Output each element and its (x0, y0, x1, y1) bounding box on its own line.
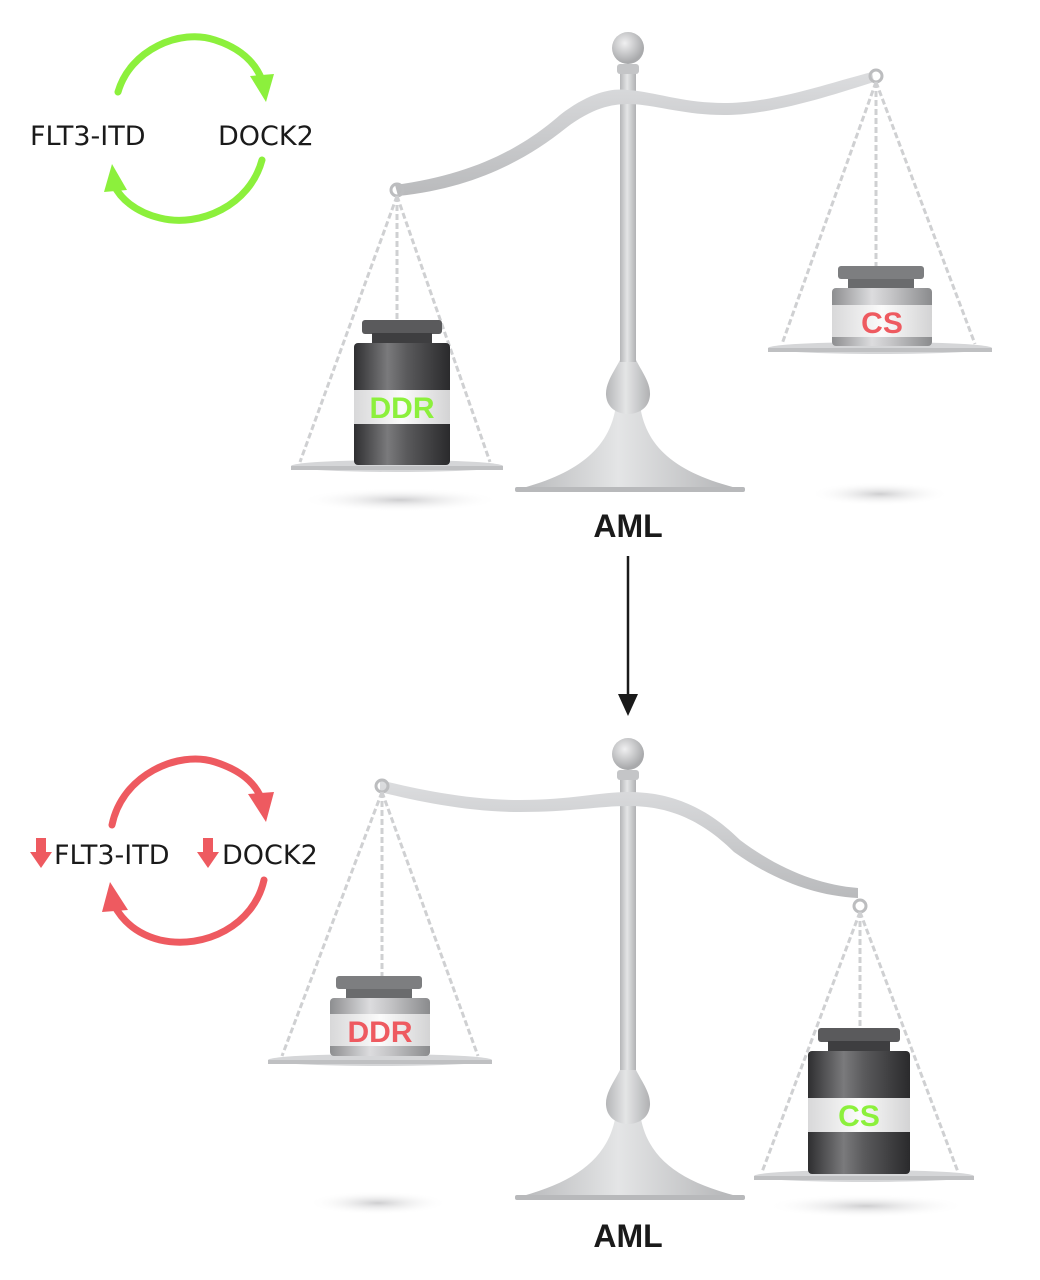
top-right-pan-assembly (768, 81, 992, 354)
bottom-left-pan-assembly (268, 791, 492, 1066)
top-scale-bulb (605, 330, 651, 414)
top-feedback-loop: FLT3-ITD DOCK2 (30, 33, 314, 224)
bottom-scale-bulb (605, 1040, 651, 1124)
bottom-scale-finial-neck (617, 770, 639, 780)
down-arrow-icon (30, 838, 52, 868)
top-loop-arrow-upper (114, 33, 266, 96)
bottom-loop-arrowhead-lower (102, 882, 128, 912)
bottom-right-pan-assembly (754, 911, 974, 1182)
bottom-scale-base (515, 1113, 745, 1198)
top-loop-right-label: DOCK2 (218, 121, 314, 152)
top-scale-finial-neck (617, 64, 639, 74)
transition-arrow (618, 556, 638, 716)
bottom-loop-arrowhead-upper (248, 792, 274, 822)
top-right-pan-shadow (810, 482, 950, 506)
bottom-beam-right-hook (852, 898, 868, 914)
bottom-left-weight: DDR (330, 976, 430, 1056)
top-loop-left-label: FLT3-ITD (30, 121, 146, 152)
top-caption: AML (593, 508, 662, 544)
top-scale-base (515, 405, 745, 490)
bottom-scale-finial (612, 738, 644, 770)
top-left-weight: DDR (354, 320, 450, 465)
bottom-loop-arrow-upper (108, 755, 266, 829)
bottom-feedback-loop: FLT3-ITD DOCK2 (30, 755, 318, 946)
bottom-loop-right-label: DOCK2 (222, 840, 318, 871)
top-left-weight-label: DDR (370, 392, 435, 425)
bottom-left-weight-label: DDR (348, 1016, 413, 1049)
top-loop-arrowhead-upper (250, 74, 274, 102)
bottom-scale-pole (620, 778, 636, 1070)
top-right-weight-label: CS (861, 307, 903, 340)
top-scale-base-plate (515, 487, 745, 492)
down-arrow-icon (197, 838, 219, 868)
top-left-pan-assembly (291, 195, 503, 472)
top-panel: FLT3-ITD DOCK2 (30, 32, 992, 544)
bottom-right-weight-label: CS (838, 1100, 880, 1133)
bottom-loop-arrow-lower (110, 876, 268, 946)
top-loop-arrow-lower (110, 156, 266, 224)
top-loop-arrowhead-lower (104, 164, 127, 192)
top-scale-beam (395, 72, 874, 196)
bottom-scale-beam (380, 780, 858, 898)
top-scale-finial (612, 32, 644, 64)
transition-arrowhead (618, 694, 638, 716)
top-left-pan-shadow (300, 488, 500, 512)
bottom-panel: FLT3-ITD DOCK2 (30, 738, 974, 1254)
bottom-right-weight: CS (808, 1028, 910, 1174)
top-scale-pole (620, 72, 636, 362)
bottom-loop-left-label: FLT3-ITD (54, 840, 170, 871)
bottom-scale-base-plate (515, 1195, 745, 1200)
top-right-weight: CS (832, 266, 932, 346)
bottom-right-pan-shadow (766, 1194, 966, 1218)
bottom-caption: AML (593, 1218, 662, 1254)
bottom-left-pan-shadow (308, 1191, 448, 1215)
